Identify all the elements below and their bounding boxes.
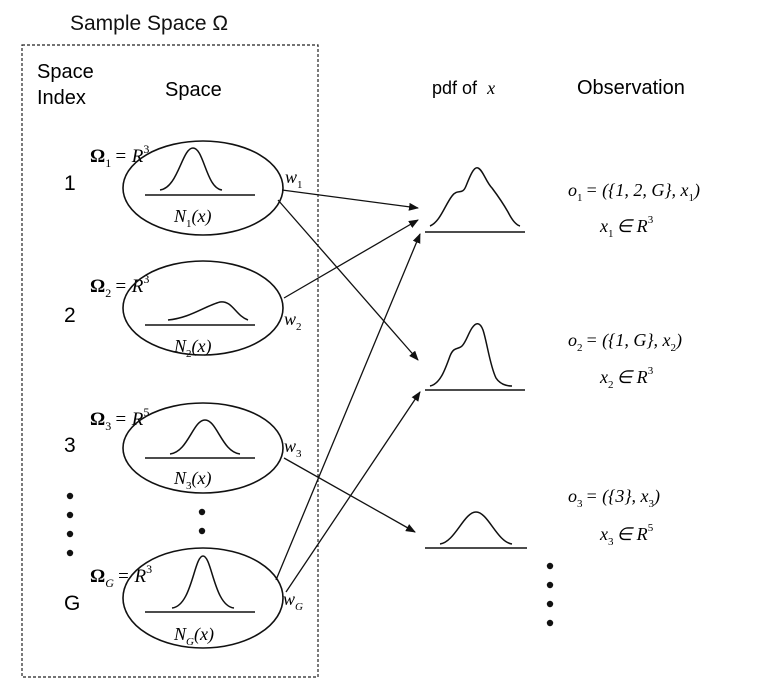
sample-space-title: Sample Space Ω (70, 12, 228, 35)
space-ellipse-2 (122, 260, 284, 356)
pdf-of-x-header: pdf of x (432, 78, 495, 98)
observation-pdf-3 (425, 511, 527, 549)
arrow-w2-to-o1 (283, 219, 419, 299)
gaussian-curve-2 (167, 301, 249, 321)
pdf-of-label: pdf of (432, 78, 478, 98)
observation-1-domain: x1∈ R3 (599, 214, 654, 240)
pdf-label-g: NG(x) (173, 624, 214, 648)
observation-header: Observation (577, 77, 685, 99)
pdf-label-3: N3(x) (173, 468, 212, 492)
arrow-w3-to-o3 (283, 457, 416, 533)
weight-2: w2 (284, 309, 302, 333)
observation-pdf-2 (425, 323, 525, 391)
pdf-of-var: x (486, 78, 495, 98)
space-ellipse-3 (122, 402, 284, 494)
observation-2-tuple: o2= ({1, G}, x2) (568, 330, 682, 354)
weight-3: w3 (284, 436, 302, 460)
space-def-g: ΩG= R3 (90, 562, 152, 590)
observation-3: o3= ({3}, x3) x3∈ R5 (568, 486, 660, 548)
space-row-2: 2 Ω2= R3 N2(x) w2 (64, 260, 302, 360)
arrows (275, 189, 421, 593)
arrow-wg-to-o2 (285, 391, 421, 593)
space-def-2: Ω2= R3 (90, 272, 149, 300)
space-row-3: 3 Ω3= R5 N3(x) w3 (64, 402, 302, 494)
space-def-1: Ω1= R3 (90, 142, 149, 170)
space-row-1: 1 Ω1= R3 N1(x) w1 (64, 140, 303, 236)
space-row-g: G ΩG= R3 NG(x) wG (64, 547, 303, 649)
pdf-label-1: N1(x) (173, 206, 212, 230)
space-header: Space (165, 79, 222, 101)
pdf-label-2: N2(x) (173, 336, 212, 360)
space-index-2: 2 (64, 304, 76, 327)
observation-2: o2= ({1, G}, x2) x2∈ R3 (568, 330, 682, 391)
gaussian-curve-1 (159, 147, 223, 191)
observation-3-tuple: o3= ({3}, x3) (568, 486, 660, 510)
space-index-header-line1: Space (37, 61, 94, 83)
space-index-g: G (64, 592, 80, 615)
arrow-wg-to-o1 (275, 233, 421, 581)
space-index-1: 1 (64, 172, 76, 195)
space-ellipse-g (122, 547, 284, 649)
weight-1: w1 (285, 167, 303, 191)
space-index-3: 3 (64, 434, 76, 457)
weight-g: wG (283, 589, 303, 613)
observation-2-domain: x2∈ R3 (599, 365, 654, 391)
arrow-w1-to-o2 (277, 199, 419, 361)
observation-1-tuple: o1= ({1, 2, G}, x1) (568, 180, 700, 204)
space-def-3: Ω3= R5 (90, 405, 149, 433)
gaussian-curve-g (171, 555, 235, 609)
ellipsis-dots-observations (546, 562, 554, 627)
ellipsis-dots-spaces (198, 508, 206, 535)
observation-3-domain: x3∈ R5 (599, 522, 654, 548)
observation-1: o1= ({1, 2, G}, x1) x1∈ R3 (568, 180, 700, 240)
space-index-header-line2: Index (37, 87, 86, 109)
arrow-w1-to-o1 (281, 189, 419, 211)
space-ellipse-1 (122, 140, 284, 236)
ellipsis-dots-left (66, 492, 74, 557)
observation-pdf-1 (425, 167, 525, 233)
gaussian-curve-3 (169, 419, 241, 455)
sample-space-box (21, 44, 319, 678)
